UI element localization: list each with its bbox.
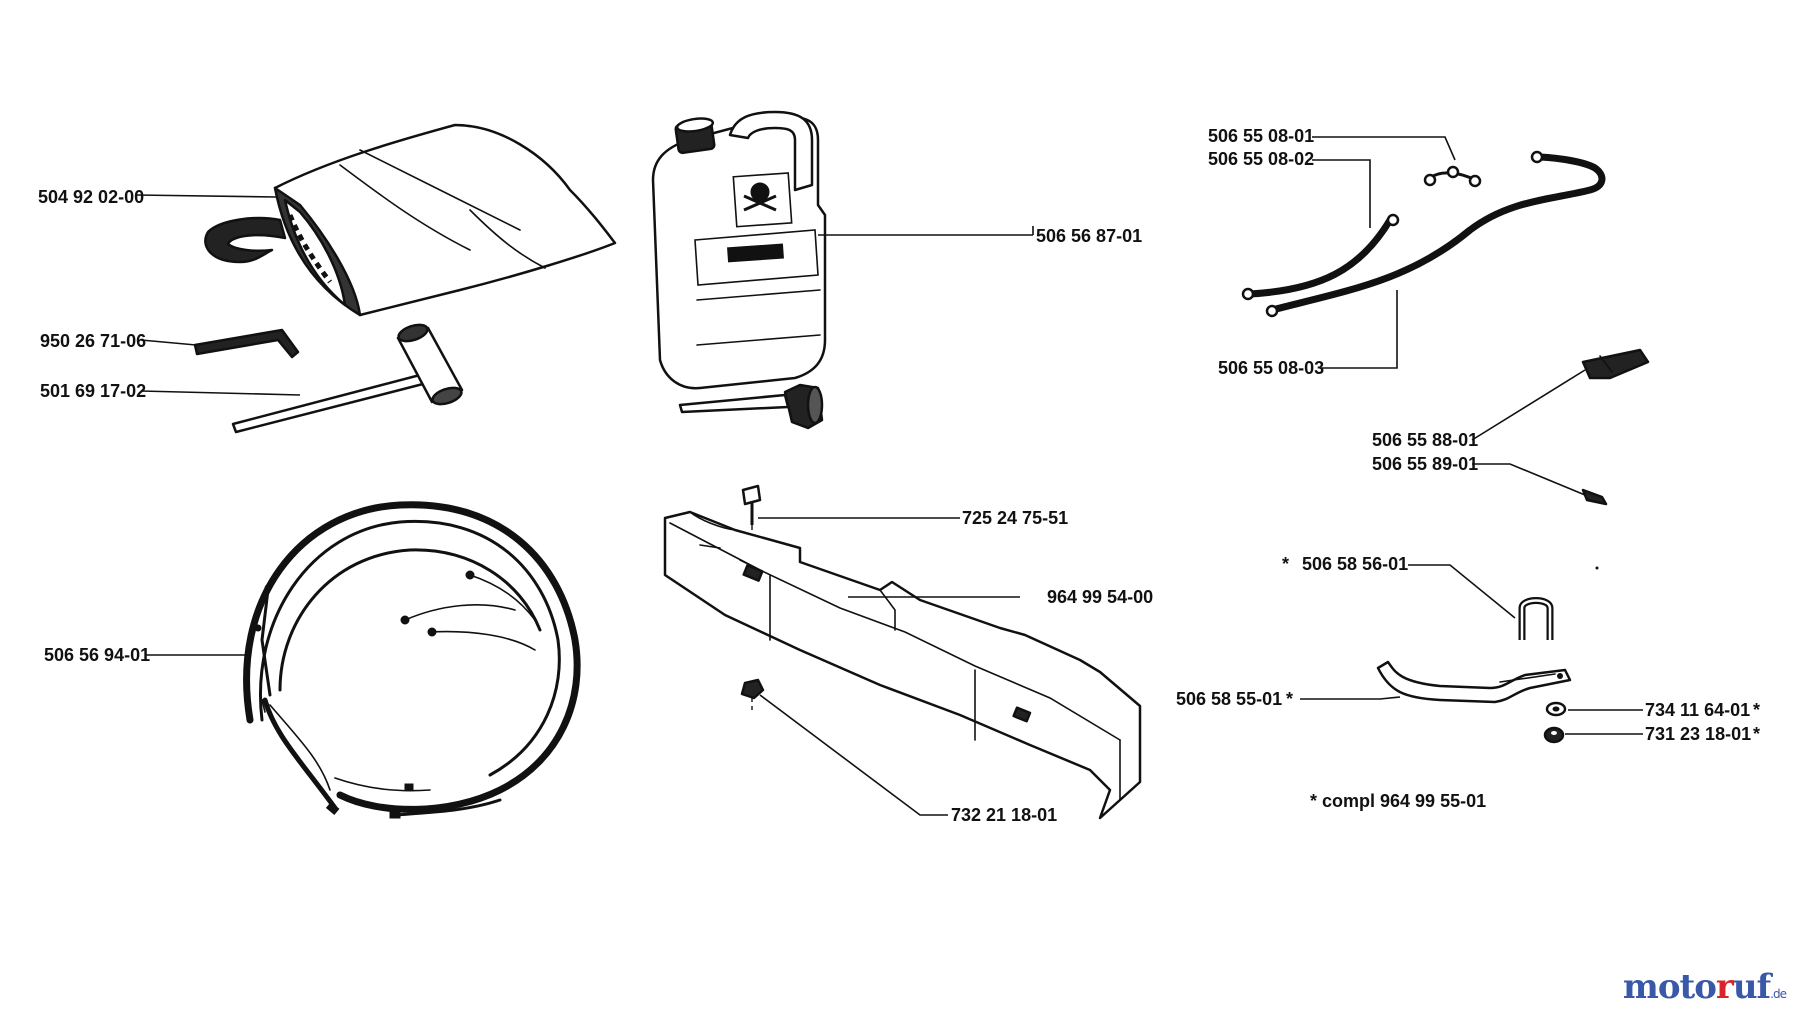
leader-cable-b — [1312, 159, 1371, 228]
kit-note: * compl 964 99 55-01 — [1310, 791, 1486, 811]
spark-plug-spanner — [231, 323, 464, 434]
brand-part-3: uf — [1732, 967, 1771, 1007]
label-harness: 506 56 94-01 — [44, 645, 150, 665]
label-washer: 734 11 64-01 — [1645, 700, 1750, 720]
hex-key — [193, 328, 300, 359]
leader-box-nut — [759, 694, 948, 816]
label-hex-key: 950 26 71-06 — [40, 331, 146, 351]
brand-part-4: .de — [1770, 987, 1787, 1001]
leader-hex-key — [140, 339, 197, 346]
label-cable-a: 506 55 08-01 — [1208, 126, 1314, 146]
tool-bag — [204, 123, 617, 317]
label-cable-b: 506 55 08-02 — [1208, 149, 1314, 169]
label-u-bolt: 506 58 56-01 — [1302, 554, 1408, 574]
fuel-canister — [651, 110, 827, 430]
label-screw: 725 24 75-51 — [962, 508, 1068, 528]
brand-logo: motoruf.de — [1622, 967, 1787, 1007]
nut — [1543, 726, 1565, 744]
leader-bag — [135, 194, 277, 198]
screw — [741, 484, 762, 525]
leader-connector — [1471, 369, 1586, 441]
label-terminal: 506 55 89-01 — [1372, 454, 1478, 474]
label-bracket: 506 58 55-01 — [1176, 689, 1282, 709]
leader-spanner — [140, 390, 301, 396]
leader-cable-a — [1312, 136, 1456, 161]
label-nut-asterisk: * — [1753, 724, 1760, 744]
leader-terminal — [1472, 463, 1586, 496]
leader-cable-c — [1320, 290, 1398, 369]
mounting-bracket — [1376, 660, 1572, 704]
label-nut: 731 23 18-01 — [1645, 724, 1751, 744]
washer — [1545, 701, 1567, 717]
brand-part-2: r — [1715, 967, 1734, 1007]
brand-part-1: moto — [1622, 967, 1717, 1007]
label-washer-asterisk: * — [1753, 700, 1760, 720]
stray-dot — [1595, 566, 1599, 570]
leader-u-bolt — [1408, 564, 1516, 619]
box-nut — [740, 678, 765, 712]
battery-box — [663, 510, 1142, 820]
wiring-harness — [243, 501, 581, 819]
medium-battery-cable — [1241, 213, 1400, 301]
long-battery-cable — [1265, 150, 1606, 318]
label-canister: 506 56 87-01 — [1036, 226, 1142, 246]
leader-bracket — [1300, 696, 1401, 700]
label-battery-box: 964 99 54-00 — [1047, 587, 1153, 607]
label-bag: 504 92 02-00 — [38, 187, 144, 207]
short-ground-cable — [1423, 165, 1482, 188]
cable-terminal — [1581, 488, 1608, 506]
plug-connector — [1581, 348, 1650, 380]
label-spanner: 501 69 17-02 — [40, 381, 146, 401]
label-cable-c: 506 55 08-03 — [1218, 358, 1324, 378]
label-bracket-asterisk: * — [1286, 689, 1293, 709]
label-box-nut: 732 21 18-01 — [951, 805, 1057, 825]
label-connector: 506 55 88-01 — [1372, 430, 1478, 450]
label-u-bolt-asterisk: * — [1282, 554, 1289, 574]
u-bolt — [1518, 597, 1554, 640]
